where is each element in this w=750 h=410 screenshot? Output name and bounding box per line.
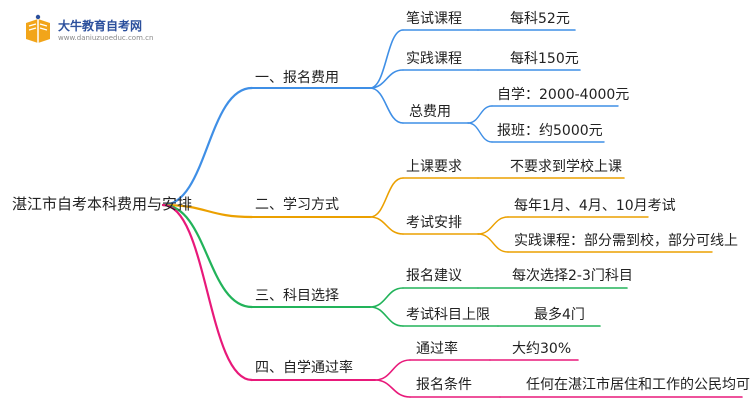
node-pass-rate: 通过率 — [416, 341, 458, 357]
node-written-course: 笔试课程 — [406, 11, 462, 27]
leaf-class-fee: 报班：约5000元 — [497, 123, 603, 139]
connector-subjects-limit — [369, 306, 404, 327]
connector-study-exam — [369, 216, 404, 235]
site-logo: 大牛教育自考网 www.daniuzuoeduc.com.cn — [22, 14, 162, 50]
node-class-requirement: 上课要求 — [406, 159, 462, 175]
branch-fees: 一、报名费用 — [255, 70, 339, 86]
node-practice-course: 实践课程 — [406, 51, 462, 67]
leaf-self-study-fee: 自学：2000-4000元 — [497, 87, 630, 103]
root-node: 湛江市自考本科费用与安排 — [12, 195, 193, 213]
connector-root-study — [161, 203, 254, 219]
connector-pass-rate — [374, 359, 411, 381]
node-eligibility: 报名条件 — [416, 377, 472, 393]
logo-title: 大牛教育自考网 — [58, 19, 143, 33]
leaf-eligibility-detail: 任何在湛江市居住和工作的公民均可参加 — [526, 377, 750, 393]
leaf-pass-rate-value: 大约30% — [512, 341, 572, 357]
node-subject-limit: 考试科目上限 — [406, 307, 490, 323]
node-total-fee: 总费用 — [409, 104, 451, 120]
connector-total-class — [467, 122, 493, 143]
connector-root-pass — [161, 203, 254, 382]
connector-fees-written — [369, 29, 404, 89]
connector-subjects-advice — [369, 287, 404, 308]
logo-url: www.daniuzuoeduc.com.cn — [58, 34, 154, 42]
connector-exam-months — [477, 216, 509, 235]
branch-study-mode: 二、学习方式 — [255, 197, 339, 213]
book-icon — [26, 14, 50, 43]
leaf-exam-months: 每年1月、4月、10月考试 — [514, 198, 676, 214]
branch-subject-choice: 三、科目选择 — [255, 288, 339, 304]
leaf-practice-arrangement: 实践课程：部分需到校，部分可线上 — [514, 233, 738, 249]
node-registration-advice: 报名建议 — [406, 268, 462, 284]
connector-exam-practice — [477, 233, 509, 253]
leaf-subjects-per-session: 每次选择2-3门科目 — [512, 268, 633, 284]
connector-total-self — [467, 105, 493, 124]
connector-fees-practice — [369, 69, 404, 89]
connector-study-class — [369, 177, 404, 218]
node-exam-schedule: 考试安排 — [406, 215, 462, 231]
leaf-no-class-required: 不要求到学校上课 — [510, 159, 622, 175]
connector-fees-total — [369, 87, 404, 124]
leaf-practice-fee: 每科150元 — [510, 51, 579, 67]
connector-root-fees — [161, 86, 254, 207]
leaf-written-fee: 每科52元 — [510, 11, 570, 27]
leaf-max-subjects: 最多4门 — [534, 307, 585, 323]
branch-pass-rate: 四、自学通过率 — [255, 360, 353, 376]
connector-root-subjects — [161, 203, 254, 309]
connector-pass-eligibility — [374, 379, 411, 398]
